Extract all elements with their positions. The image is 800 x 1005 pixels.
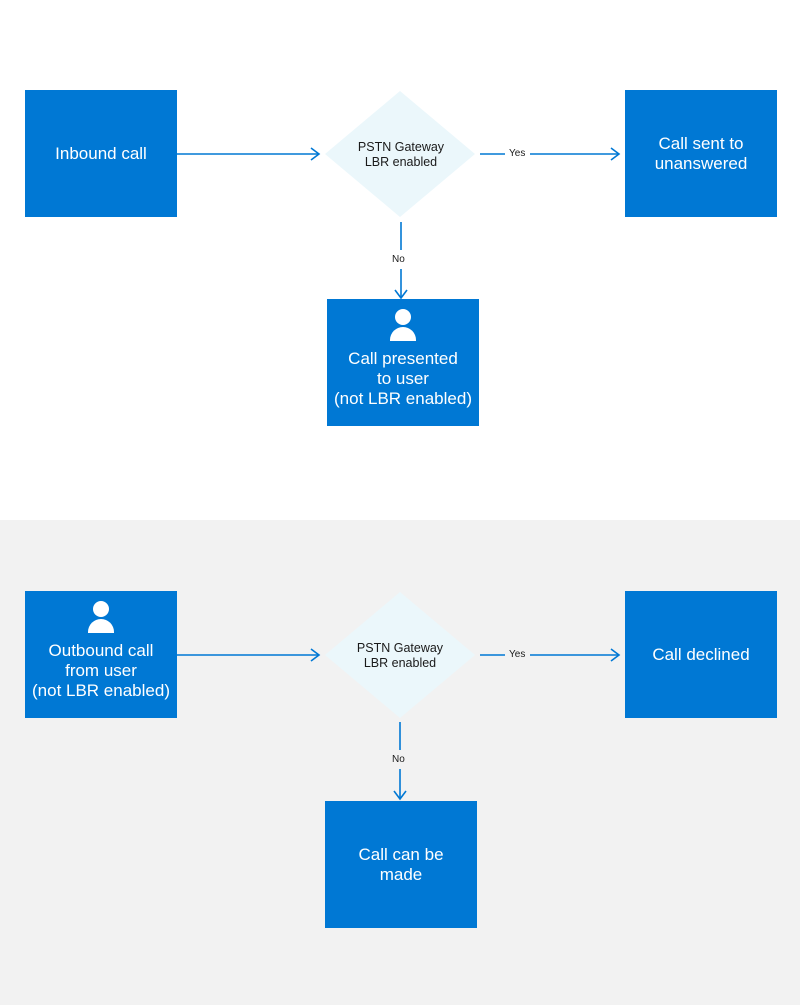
inbound-no-result-label: Call presented to user (not LBR enabled) — [334, 349, 472, 408]
person-icon — [390, 309, 416, 341]
inbound-no-label: No — [392, 254, 405, 265]
inbound-no-arrowhead — [394, 289, 408, 300]
inbound-yes-result-label: Call sent to unanswered — [654, 133, 748, 173]
inbound-start-label: Inbound call — [55, 143, 147, 163]
inbound-yes-label: Yes — [509, 148, 526, 159]
outbound-yes-result-label: Call declined — [652, 644, 750, 664]
inbound-flow-panel: Inbound call PSTN Gateway LBR enabled Ye… — [25, 90, 777, 426]
outbound-no-arrowhead — [393, 790, 407, 801]
inbound-yes-result-node: Call sent to unanswered — [625, 90, 777, 217]
outbound-flow-connectors — [177, 592, 621, 801]
outbound-yes-arrowhead — [610, 648, 621, 662]
outbound-start-to-decision-arrowhead — [310, 648, 321, 662]
outbound-decision-diamond — [325, 592, 475, 718]
outbound-flow-panel: Outbound call from user (not LBR enabled… — [0, 520, 800, 1005]
outbound-start-label: Outbound call from user (not LBR enabled… — [32, 641, 170, 700]
outbound-no-result-node: Call can be made — [325, 801, 477, 928]
inbound-decision-label: PSTN Gateway LBR enabled — [357, 140, 445, 169]
inbound-start-node: Inbound call — [25, 90, 177, 217]
outbound-no-result-label: Call can be made — [358, 844, 444, 884]
outbound-yes-result-node: Call declined — [625, 591, 777, 718]
inbound-yes-arrowhead — [610, 147, 621, 161]
inbound-decision-diamond — [325, 91, 475, 217]
inbound-start-to-decision-arrowhead — [310, 147, 321, 161]
outbound-no-label: No — [392, 754, 405, 765]
outbound-decision-label: PSTN Gateway LBR enabled — [356, 641, 444, 670]
outbound-yes-label: Yes — [509, 649, 526, 660]
inbound-no-result-node: Call presented to user (not LBR enabled) — [327, 299, 479, 426]
inbound-flow-connectors — [177, 91, 621, 300]
outbound-start-node: Outbound call from user (not LBR enabled… — [25, 591, 177, 718]
person-icon — [88, 601, 114, 633]
